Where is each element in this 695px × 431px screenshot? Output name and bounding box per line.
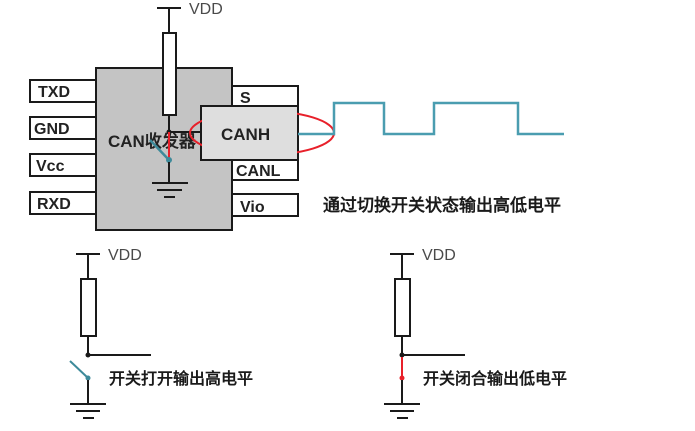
right-pin-s: S	[231, 85, 299, 109]
br-switch-pivot	[399, 375, 405, 381]
bl-switch-pivot	[85, 375, 91, 381]
top-switch-lever	[149, 139, 170, 161]
top-resistor	[162, 32, 177, 116]
square-wave-signal	[298, 101, 564, 136]
top-ground-icon	[152, 182, 188, 198]
pin-label-gnd: GND	[34, 121, 70, 138]
pin-label-vcc: Vcc	[36, 158, 65, 175]
br-caption: 开关闭合输出低电平	[423, 369, 567, 388]
bottom-left-circuit: VDD 开关打开输出高电平	[69, 247, 253, 419]
top-vdd-supply: VDD	[157, 1, 223, 33]
pin-label-vio: Vio	[240, 199, 265, 216]
left-pin-txd: TXD	[29, 79, 97, 103]
br-resistor	[394, 278, 411, 337]
top-vdd-label: VDD	[189, 1, 223, 18]
top-caption: 通过切换开关状态输出高低电平	[323, 195, 561, 216]
left-pin-gnd: GND	[29, 116, 97, 140]
br-ground-icon	[384, 403, 420, 419]
pin-label-canl: CANL	[236, 163, 281, 180]
bl-switch-lever-open	[69, 360, 89, 379]
left-pin-rxd: RXD	[29, 191, 97, 215]
bl-caption: 开关打开输出高电平	[109, 369, 253, 388]
bottom-right-circuit: VDD 开关闭合输出低电平	[384, 247, 567, 419]
bl-vdd-label: VDD	[108, 247, 142, 264]
br-vdd-label: VDD	[422, 247, 456, 264]
bl-ground-icon	[70, 403, 106, 419]
left-pin-vcc: Vcc	[29, 153, 97, 177]
top-circuit: TXD GND Vcc RXD S CANL Vio	[29, 1, 564, 231]
pin-label-s: S	[240, 90, 251, 107]
canh-label-overlay: CANH	[221, 125, 270, 144]
pin-label-txd: TXD	[38, 84, 70, 101]
right-pin-vio: Vio	[231, 193, 299, 217]
top-switch-pivot	[166, 157, 172, 163]
bl-resistor	[80, 278, 97, 337]
pin-label-rxd: RXD	[37, 196, 71, 213]
right-pin-canl: CANL	[231, 157, 299, 181]
